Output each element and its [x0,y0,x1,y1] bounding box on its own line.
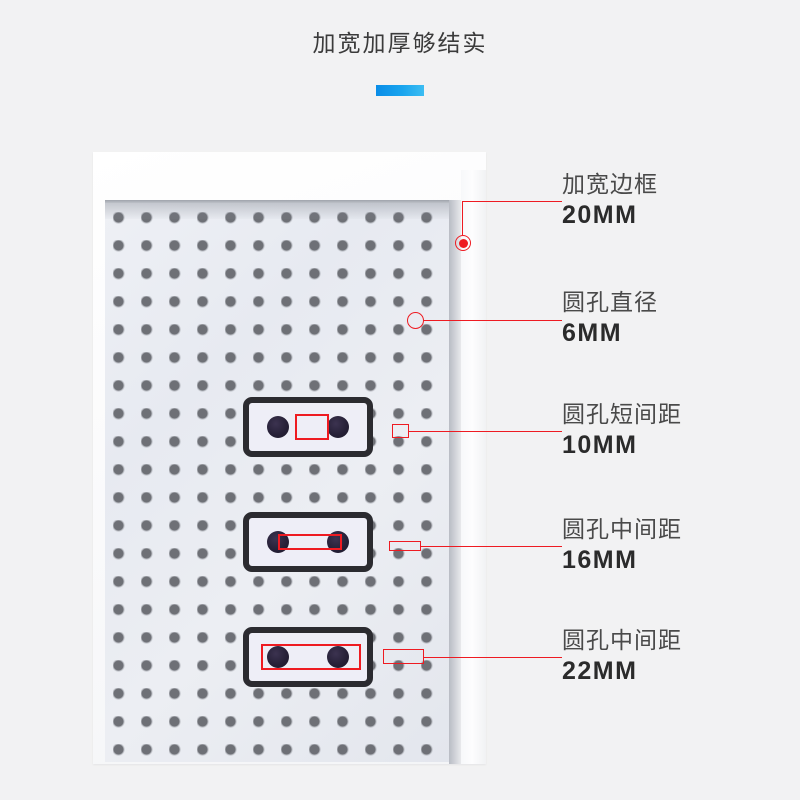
magnified-hole-right [327,646,349,668]
magnified-hole-right [327,531,349,553]
leader-center-pitch-16 [421,546,562,547]
spec-hole-center-pitch-16-label: 圆孔中间距 [562,517,682,543]
magnifier-center-pitch-22 [243,627,373,687]
spec-frame-width-value: 20MM [562,201,638,230]
spec-hole-center-pitch-22-label: 圆孔中间距 [562,628,682,654]
frame-right-bevel [449,200,461,764]
magnifier-center-pitch-16 [243,512,373,572]
leader-short-pitch [409,431,562,432]
spec-hole-short-pitch-value: 10MM [562,431,638,460]
page-title: 加宽加厚够结实 [312,31,488,57]
magnified-hole-left [267,416,289,438]
marker-center-pitch-16-box [389,541,421,551]
magnified-hole-left [267,646,289,668]
marker-hole-diameter-ring [407,312,424,329]
spec-hole-center-pitch-22: 圆孔中间距 22MM [562,628,792,688]
center-pitch-16-highlight-rect [278,534,342,550]
center-pitch-22-highlight-rect [261,644,361,670]
spec-hole-center-pitch-22-value: 22MM [562,657,638,686]
marker-short-pitch-box [392,424,409,438]
spec-frame-width-label: 加宽边框 [562,172,658,198]
marker-center-pitch-22-box [383,649,424,664]
leader-center-pitch-22 [424,657,562,658]
magnified-hole-right [327,416,349,438]
marker-frame-width-dot [455,235,471,251]
leader-frame-width-vertical [462,201,463,235]
spec-hole-center-pitch-16: 圆孔中间距 16MM [562,517,792,577]
short-pitch-highlight-rect [295,414,329,440]
magnifier-short-pitch [243,397,373,457]
frame-right-edge [461,170,486,764]
product-photo [85,145,486,764]
spec-hole-short-pitch-label: 圆孔短间距 [562,402,682,428]
leader-frame-width-horizontal [462,201,562,202]
spec-frame-width: 加宽边框 20MM [562,172,792,232]
spec-hole-diameter-value: 6MM [562,319,623,348]
spec-hole-diameter-label: 圆孔直径 [562,290,658,316]
leader-hole-diameter [424,320,562,321]
title-underline-rule [376,85,424,96]
spec-hole-center-pitch-16-value: 16MM [562,546,638,575]
spec-hole-short-pitch: 圆孔短间距 10MM [562,402,792,462]
spec-hole-diameter: 圆孔直径 6MM [562,290,792,350]
